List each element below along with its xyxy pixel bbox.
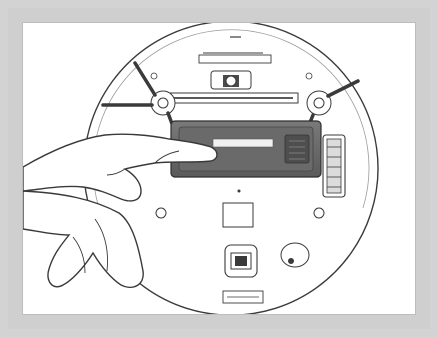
cliff-sensor-right xyxy=(281,243,309,267)
illustration-panel xyxy=(22,22,416,315)
bottom-grille xyxy=(223,291,263,303)
caster-wheel xyxy=(225,245,257,277)
right-wheel xyxy=(323,135,345,197)
robot-vacuum-illustration xyxy=(23,23,416,315)
